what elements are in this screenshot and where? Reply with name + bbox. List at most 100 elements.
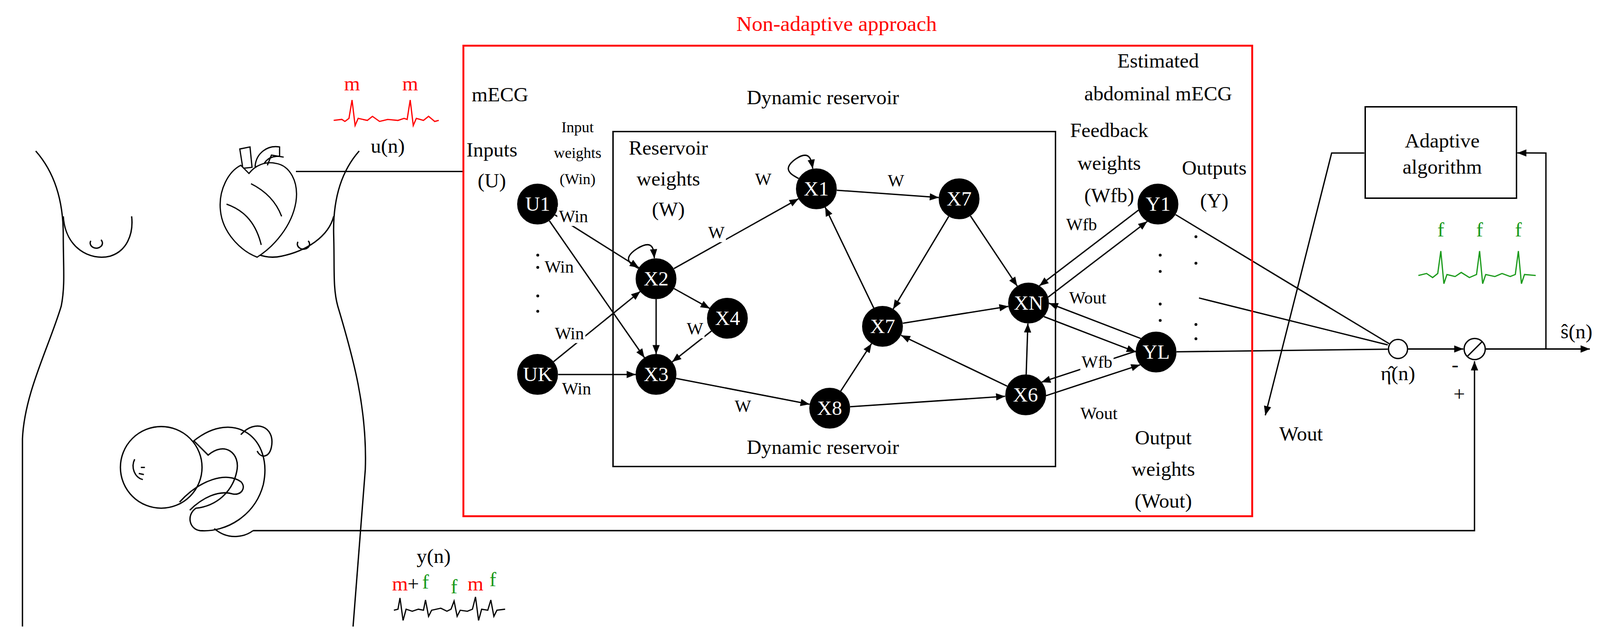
connector-arrow	[673, 198, 799, 269]
weight-label: W	[706, 223, 726, 243]
weight-label: W	[685, 319, 705, 339]
signal-label: y(n)	[416, 544, 451, 568]
fetus-limb	[240, 425, 272, 456]
signal-wire	[295, 170, 465, 173]
text-holder: η̂(n)	[1380, 361, 1415, 385]
neuron-circle: UK	[517, 353, 559, 395]
neuron-circle: X7	[862, 305, 904, 347]
connector-arrow	[553, 291, 641, 363]
node-text: YL	[1142, 341, 1170, 363]
ellipsis-dot	[1158, 253, 1162, 257]
neuron-circle: X1	[795, 168, 837, 210]
text-holder: Reservoir weights (W)	[622, 132, 715, 225]
peak-label: f	[1437, 217, 1444, 242]
peak-label: m	[392, 571, 408, 596]
text-holder: Wfb	[1064, 215, 1099, 235]
heart-icon	[226, 204, 262, 246]
node-circle	[518, 354, 558, 395]
neuron-circle: X3	[635, 353, 677, 395]
node-text: X6	[1012, 384, 1038, 406]
neuron-circle: X7	[938, 178, 980, 220]
node-circle	[939, 179, 980, 219]
ellipsis-dot	[1194, 337, 1198, 341]
junction-slash	[1466, 341, 1482, 357]
node-text: Dynamic reservoir	[746, 85, 899, 109]
heart-icon	[267, 155, 284, 166]
node-circle	[796, 168, 836, 209]
peak-label: m	[402, 71, 419, 96]
text-holder: Feedback weights (Wfb)	[1058, 114, 1160, 213]
body-outline	[333, 150, 366, 627]
text-holder: Outputs (Y)	[1173, 152, 1256, 218]
signal-label: ŝ(n)	[1560, 319, 1593, 344]
connector-arrow	[836, 190, 940, 198]
umbilical-cord	[214, 528, 254, 537]
text-holder: m	[392, 571, 408, 596]
text-holder: Win	[557, 206, 590, 226]
weight-label: Wfb	[1064, 215, 1099, 235]
peak-label: f	[489, 568, 497, 592]
weight-label: Output weights (Wout)	[1117, 422, 1210, 517]
layer-label: Outputs (Y)	[1173, 152, 1256, 218]
weight-label: Feedback weights (Wfb)	[1058, 114, 1160, 213]
fetus-face	[133, 459, 146, 480]
neuron-circle: X6	[1005, 374, 1047, 416]
ellipsis-dot	[1194, 261, 1198, 265]
node-circle	[1008, 283, 1049, 323]
text-holder: W	[753, 169, 773, 189]
node-circle	[1136, 332, 1177, 372]
ellipsis-dot	[1194, 323, 1198, 326]
node-outline	[1387, 338, 1409, 360]
mecg-waveform	[333, 99, 439, 126]
weight-label: W	[753, 169, 773, 189]
ellipsis-dot	[1158, 302, 1162, 306]
text-holder: X1	[804, 178, 829, 199]
heart-icon	[251, 183, 282, 217]
weight-label: Win	[560, 379, 593, 399]
weight-label: Wout	[1079, 403, 1120, 423]
text-holder: X7	[946, 188, 972, 210]
text-holder: Input weights (Win)	[549, 114, 606, 193]
ellipsis-dot	[1194, 235, 1198, 239]
operator-label: +	[407, 571, 420, 596]
weight-label: Wout	[1067, 288, 1108, 308]
node-text: Non-adaptive approach	[736, 11, 937, 37]
text-holder: f	[422, 569, 429, 594]
summing-junction: η̂(n)	[1387, 338, 1409, 360]
node-text: X2	[643, 268, 669, 289]
text-holder: X4	[715, 308, 740, 329]
weight-label: Input weights (Win)	[549, 114, 606, 193]
weight-label: W	[886, 171, 906, 191]
text-holder: m	[467, 571, 484, 596]
peak-label: f	[422, 569, 429, 594]
node-text: Y1	[1145, 193, 1171, 215]
connector-arrow	[840, 343, 872, 392]
connector-arrow	[1408, 348, 1464, 350]
signal-label: u(n)	[370, 134, 405, 158]
text-holder: f	[1476, 217, 1483, 242]
node-text: X7	[946, 188, 972, 210]
text-holder: +	[407, 571, 420, 596]
layer-label: Inputs (U)	[460, 134, 524, 197]
connector-arrow	[970, 215, 1018, 286]
output-label: Estimated abdominal mECG	[1076, 44, 1240, 110]
connector-arrow	[903, 306, 1009, 324]
text-holder: Dynamic reservoir	[746, 435, 899, 460]
text-holder: YL	[1142, 341, 1170, 363]
connector-arrow	[1026, 323, 1029, 375]
signal-wire	[1545, 348, 1590, 350]
connector-arrow	[893, 216, 949, 310]
text-holder: Non-adaptive approach	[736, 11, 937, 37]
weight-label: Win	[557, 206, 590, 226]
text-holder: X2	[643, 268, 669, 289]
text-holder: UK	[522, 364, 553, 385]
connector-arrow	[1175, 214, 1390, 344]
text-holder: X6	[1012, 384, 1038, 406]
region-box: Non-adaptive approachDynamic reservoirDy…	[462, 44, 1254, 518]
body-outline	[22, 150, 64, 627]
node-text: -	[1451, 352, 1459, 376]
text-holder: Inputs (U)	[460, 134, 524, 197]
connector-arrow	[1043, 316, 1136, 352]
